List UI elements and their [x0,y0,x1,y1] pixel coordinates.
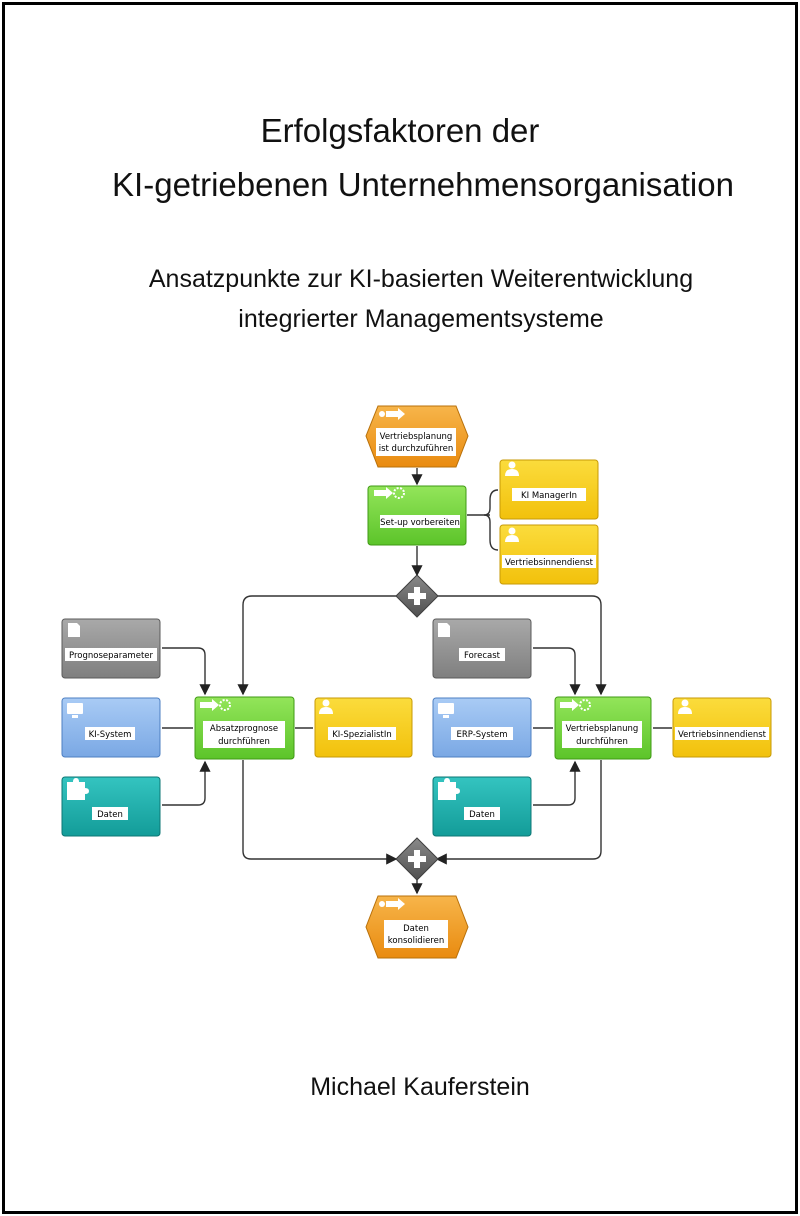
event-arrow-icon [379,408,405,420]
function-vertriebsplanung-label-2: durchführen [576,737,628,747]
person-icon [319,699,333,714]
title-line-1: Erfolgsfaktoren der [260,112,540,149]
author-name: Michael Kauferstein [310,1073,530,1101]
function-icon [200,699,231,711]
role-vertriebsinnendienst-right-label: Vertriebsinnendienst [678,730,767,740]
role-ki-manager: KI ManagerIn [499,459,599,520]
system-erp-label: ERP-System [457,730,508,740]
person-icon [505,461,519,476]
function-vertriebsplanung-label-1: Vertriebsplanung [566,724,639,734]
role-vertriebsinnendienst-right: Vertriebsinnendienst [672,697,772,758]
title-line-2: KI-getriebenen Unternehmensorganisation [112,166,734,203]
start-event-label-2: ist durchzuführen [379,444,454,454]
role-ki-spezialist: KI-SpezialistIn [314,697,413,758]
function-icon [374,487,405,499]
role-vertriebsinnendienst-top: Vertriebsinnendienst [499,524,599,585]
document-forecast-label: Forecast [464,651,501,661]
plus-icon [408,850,426,868]
end-event-label-1: Daten [403,924,429,934]
function-absatzprognose-label-1: Absatzprognose [210,724,278,734]
person-icon [678,699,692,714]
end-event-label-2: konsolidieren [388,936,444,946]
subtitle-line-2: integrierter Managementsysteme [238,305,604,333]
role-ki-spezialist-label: KI-SpezialistIn [332,730,392,740]
end-event: Daten konsolidieren [365,895,469,959]
document-prognoseparameter-label: Prognoseparameter [69,651,154,661]
puzzle-icon [67,778,89,800]
data-right: Daten [432,776,532,837]
document-forecast: Forecast [432,618,532,679]
system-ki-label: KI-System [89,730,132,740]
document-icon [68,623,80,637]
function-absatzprognose-label-2: durchführen [218,737,270,747]
connectors [162,468,672,895]
data-left: Daten [61,776,161,837]
and-gateway-bottom [395,837,439,881]
start-event-label-1: Vertriebsplanung [380,432,453,442]
role-ki-manager-label: KI ManagerIn [521,491,577,501]
start-event: Vertriebsplanung ist durchzuführen [365,405,469,468]
event-arrow-icon [379,898,405,910]
puzzle-icon [438,778,460,800]
document-prognoseparameter: Prognoseparameter [61,618,161,679]
function-icon [560,699,591,711]
document-icon [438,623,450,637]
subtitle-line-1: Ansatzpunkte zur KI-basierten Weiterentw… [148,265,694,293]
data-right-label: Daten [469,810,495,820]
plus-icon [408,587,426,605]
person-icon [505,527,519,542]
data-left-label: Daten [97,810,123,820]
system-ki: KI-System [61,697,161,758]
monitor-icon [67,703,83,718]
setup-function-label: Set-up vorbereiten [380,518,460,528]
role-vertriebsinnendienst-top-label: Vertriebsinnendienst [505,558,594,568]
setup-function: Set-up vorbereiten [367,485,467,546]
and-gateway-top [395,574,439,618]
system-erp: ERP-System [432,697,532,758]
function-vertriebsplanung: Vertriebsplanung durchführen [554,696,652,760]
function-absatzprognose: Absatzprognose durchführen [194,696,295,760]
monitor-icon [438,703,454,718]
